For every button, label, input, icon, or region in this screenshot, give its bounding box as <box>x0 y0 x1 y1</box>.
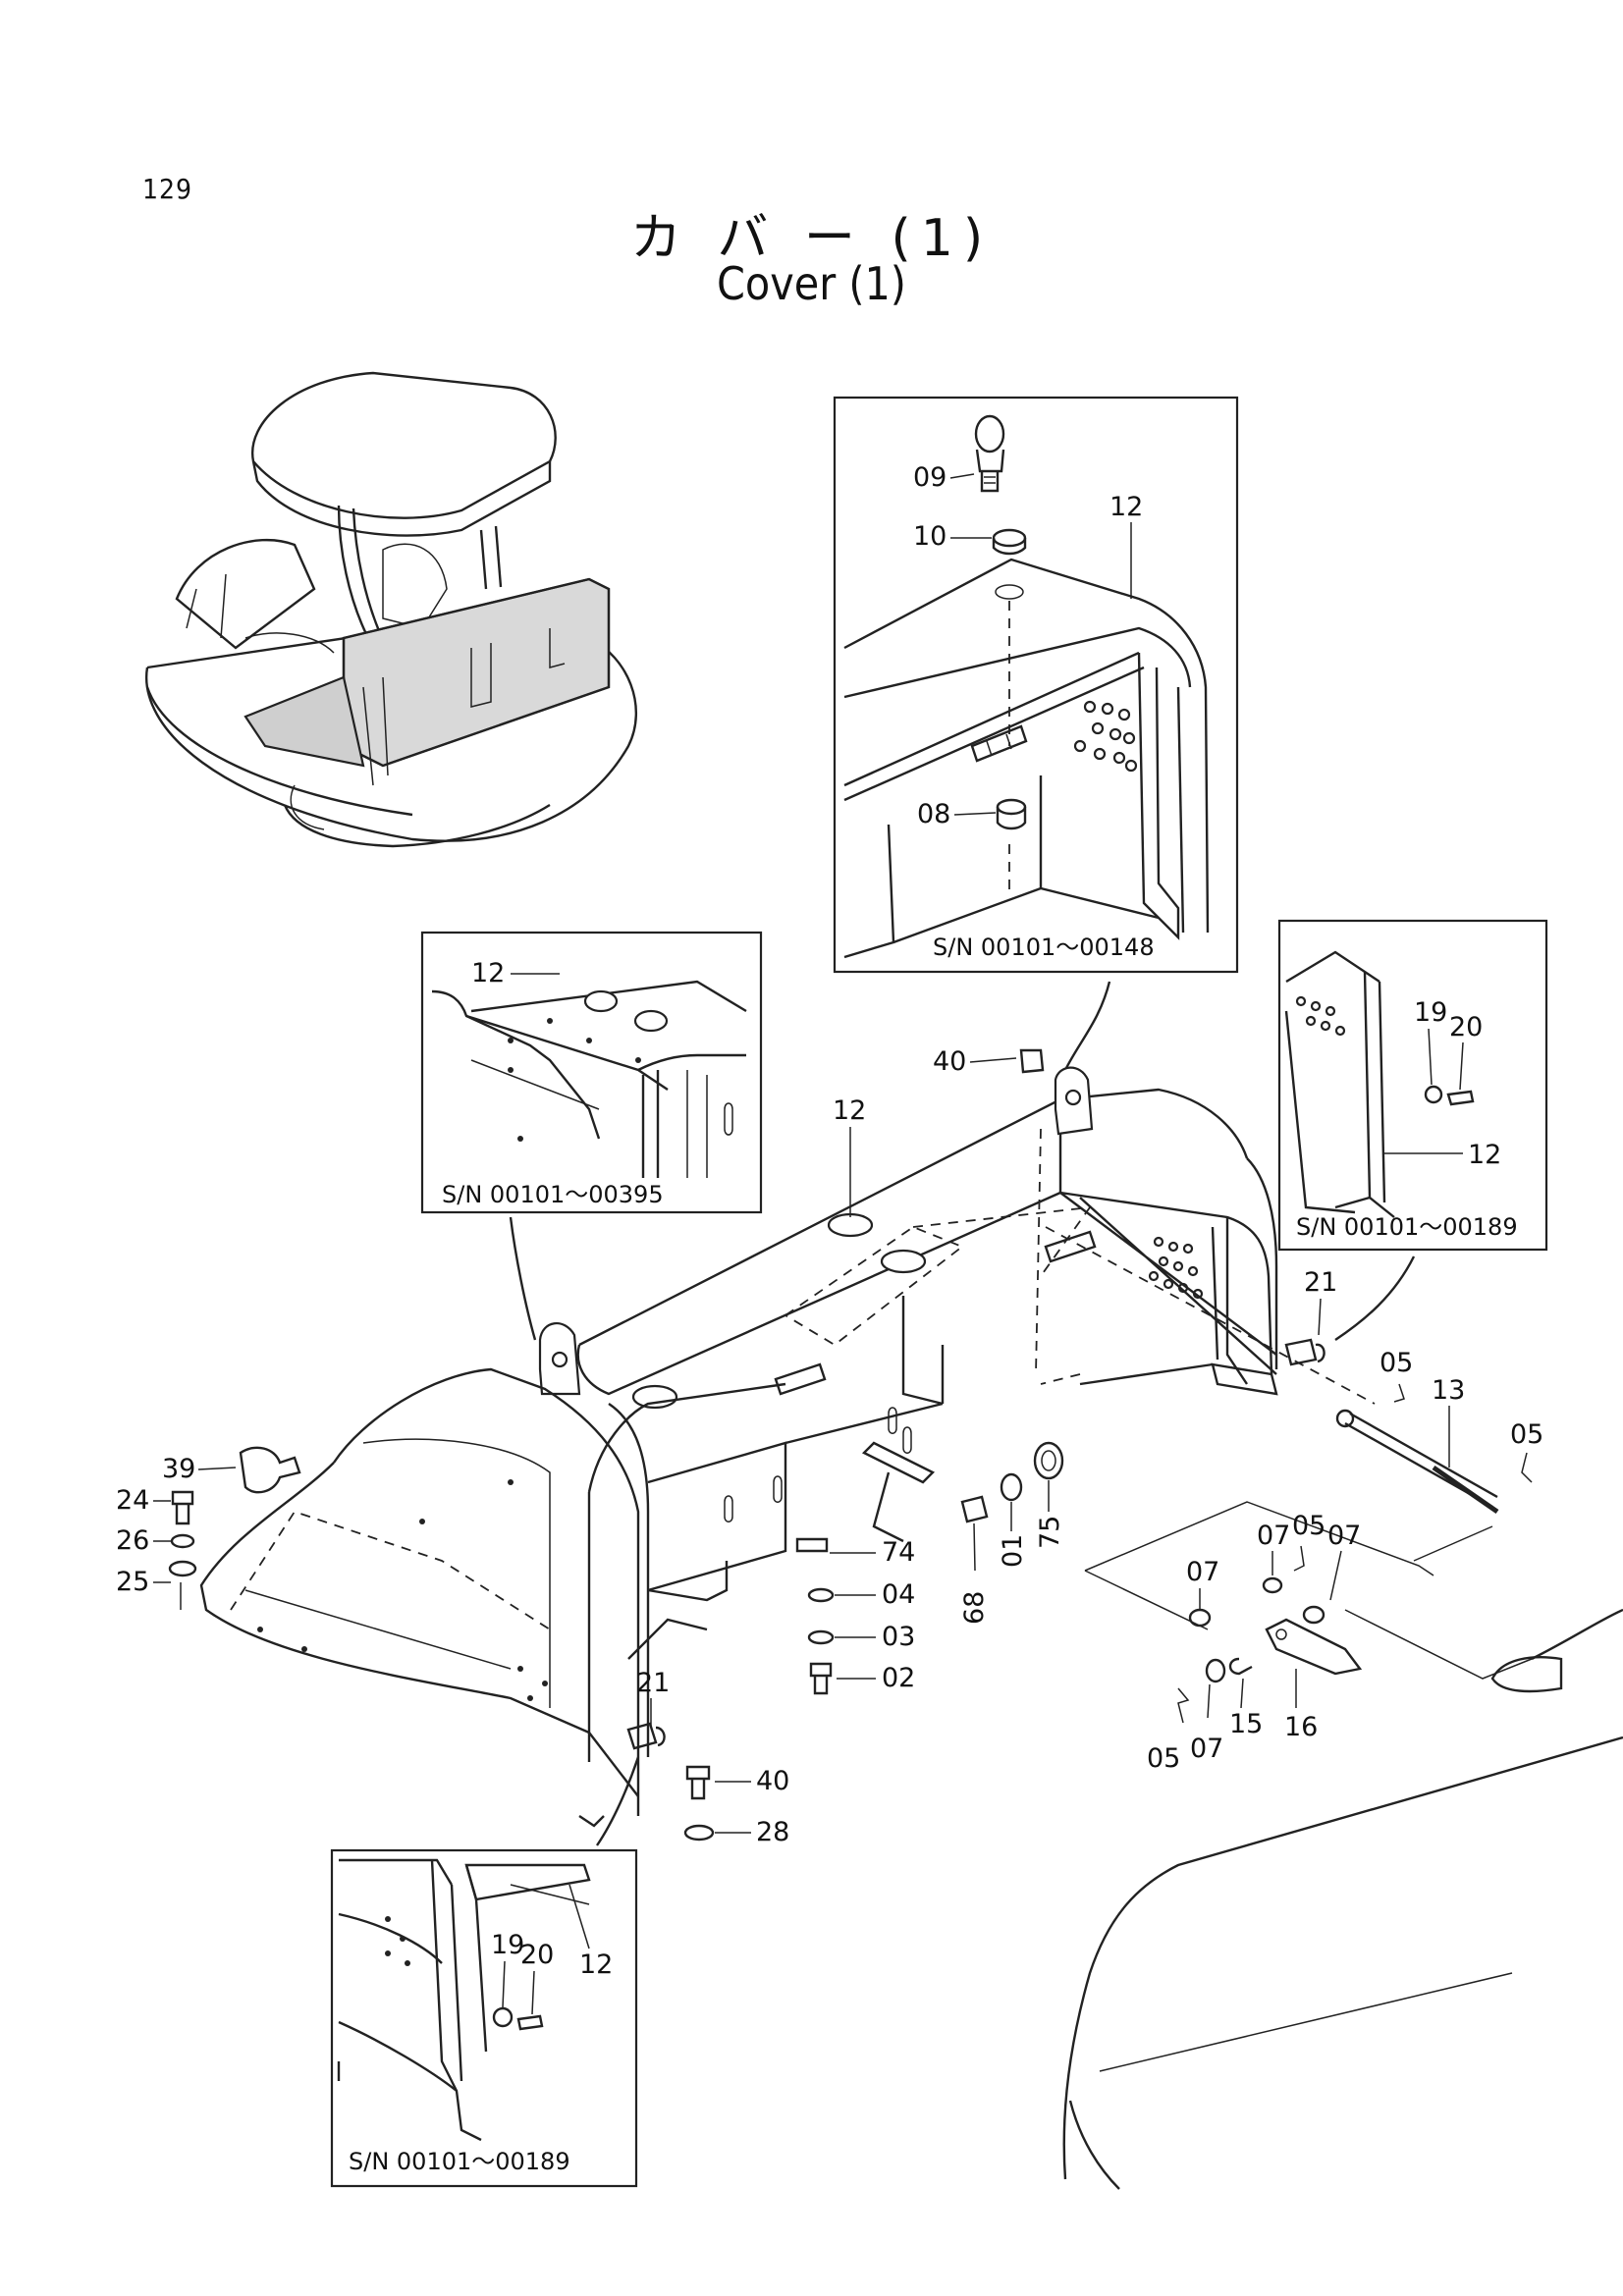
washer-part-04 <box>807 1587 835 1603</box>
washer-part-19-bottom <box>492 2006 514 2028</box>
plate-part-74 <box>795 1537 829 1553</box>
callout-04: 04 <box>882 1579 915 1610</box>
callout-19-right: 19 <box>1414 997 1447 1028</box>
bolt-part-21-left <box>626 1722 666 1750</box>
callout-12-right-inset: 12 <box>1468 1140 1501 1170</box>
gas-spring-part-13 <box>1344 1412 1498 1509</box>
callout-19-bottom: 19 <box>491 1930 524 1960</box>
serial-note-bottom-inset: S/N 00101～00189 <box>349 2148 570 2175</box>
cap-part-75 <box>1033 1441 1064 1480</box>
callout-12-main: 12 <box>833 1095 866 1126</box>
bolt-part-21-right <box>1284 1338 1325 1366</box>
washer-part-28 <box>683 1824 715 1842</box>
grommet-part-01 <box>1000 1472 1023 1502</box>
callout-40-top: 40 <box>933 1046 966 1077</box>
clamp-part-39 <box>239 1446 301 1494</box>
callout-20-right: 20 <box>1449 1012 1483 1042</box>
callout-07-c: 07 <box>1327 1521 1361 1551</box>
main-cover-assembly <box>199 1066 1376 1828</box>
bolt-part-40-bottom <box>685 1765 711 1800</box>
callout-12-top-inset: 12 <box>1109 492 1143 522</box>
serial-note-right-inset: S/N 00101～00189 <box>1296 1213 1518 1241</box>
callout-26: 26 <box>116 1525 149 1556</box>
washer-part-19-right <box>1424 1085 1443 1104</box>
callout-21-left: 21 <box>636 1668 670 1698</box>
callout-05-d: 05 <box>1147 1743 1180 1774</box>
callout-08: 08 <box>917 799 950 829</box>
clip-part-68 <box>960 1495 989 1523</box>
main-callouts: 40 12 21 39 24 26 25 74 <box>116 1046 1543 1847</box>
callout-75: 75 <box>1035 1516 1065 1549</box>
callout-10: 10 <box>913 521 947 552</box>
callout-12-left-inset: 12 <box>471 958 505 988</box>
serial-note-left-inset: S/N 00101～00395 <box>442 1181 664 1208</box>
serial-note-top-inset: S/N 00101～00148 <box>933 934 1155 961</box>
callout-07-b: 07 <box>1257 1521 1290 1551</box>
top-inset-detail: 09 10 12 08 S/N 00101～00148 <box>833 396 1239 974</box>
washer-part-07-a <box>1188 1608 1212 1628</box>
right-inset-detail: 19 20 12 S/N 00101～00189 <box>1277 919 1548 1252</box>
callout-20-bottom: 20 <box>520 1940 554 1970</box>
pin-part-15 <box>1228 1657 1253 1676</box>
washer-part-07-b <box>1262 1576 1283 1594</box>
callout-07-d: 07 <box>1190 1734 1223 1764</box>
bottom-inset-detail: 19 20 12 S/N 00101～00189 <box>330 1848 638 2188</box>
callout-21-right: 21 <box>1304 1267 1337 1298</box>
callout-74: 74 <box>882 1537 915 1568</box>
callout-68: 68 <box>959 1591 990 1625</box>
callout-02: 02 <box>882 1663 915 1693</box>
callout-39: 39 <box>162 1454 195 1484</box>
callout-05-b: 05 <box>1510 1419 1543 1450</box>
callout-24: 24 <box>116 1485 149 1516</box>
right-inset-frame <box>1277 919 1548 1252</box>
lock-lever-part-16 <box>1265 1618 1363 1676</box>
bolt-part-02 <box>809 1662 833 1695</box>
washer-part-25 <box>168 1560 197 1577</box>
callout-16: 16 <box>1284 1712 1318 1742</box>
callout-40-bottom: 40 <box>756 1766 789 1796</box>
callout-12-bottom-inset: 12 <box>579 1949 613 1980</box>
bolt-part-24 <box>171 1490 194 1525</box>
machine-body-outline <box>1062 1608 1623 2190</box>
bottom-inset-leader <box>596 1756 640 1846</box>
left-inset-frame <box>420 931 763 1214</box>
left-inset-leader <box>509 1216 537 1341</box>
callout-07-a: 07 <box>1186 1557 1219 1587</box>
title-japanese: カ バ ー (1) <box>629 209 994 268</box>
bolt-part-40-top <box>1019 1048 1045 1074</box>
callout-09: 09 <box>913 462 947 493</box>
page-number: 129 <box>142 173 193 205</box>
callout-01: 01 <box>998 1534 1028 1568</box>
title-english: Cover (1) <box>717 257 906 310</box>
eye-bolt-part-09 <box>974 414 1005 454</box>
callout-28: 28 <box>756 1817 789 1847</box>
washer-part-07-c <box>1302 1605 1325 1625</box>
callout-13: 13 <box>1432 1375 1465 1406</box>
lockwasher-part-26 <box>170 1533 195 1549</box>
right-inset-leader <box>1334 1255 1416 1341</box>
washer-part-07-d <box>1205 1658 1226 1683</box>
cotter-pin-part-05-d <box>1177 1687 1190 1724</box>
lockwasher-part-03 <box>807 1629 835 1645</box>
callout-15: 15 <box>1229 1709 1263 1739</box>
machine-overview-illustration <box>144 371 638 848</box>
callout-05-a: 05 <box>1380 1348 1413 1378</box>
callout-25: 25 <box>116 1567 149 1597</box>
callout-03: 03 <box>882 1622 915 1652</box>
bolt-part-20-right <box>1446 1090 1475 1106</box>
side-perforation-holes <box>1073 700 1138 773</box>
left-inset-detail: 12 S/N 00101～00395 <box>420 931 763 1214</box>
right-inset-holes <box>1295 995 1346 1037</box>
bolt-part-20-bottom <box>516 2014 544 2031</box>
top-inset-leader <box>1063 981 1111 1071</box>
callout-05-c: 05 <box>1292 1511 1325 1541</box>
